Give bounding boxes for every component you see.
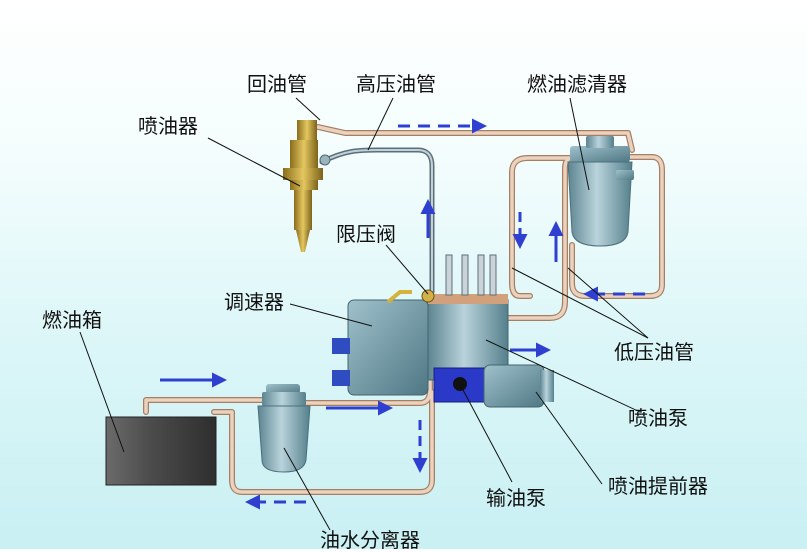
- feed-pump: [433, 367, 485, 403]
- fuel-filter: [567, 136, 634, 247]
- oil-water-separator: [257, 384, 311, 473]
- injection-pump: [421, 254, 509, 381]
- pipes: [143, 124, 665, 495]
- label-return-pipe: 回油管: [247, 72, 307, 96]
- label-fuel-tank: 燃油箱: [42, 308, 102, 332]
- label-feed-pump: 输油泵: [486, 486, 546, 510]
- label-low-pressure-pipe: 低压油管: [614, 340, 694, 364]
- label-fuel-filter: 燃油滤清器: [527, 72, 627, 96]
- governor: [332, 290, 429, 396]
- high-pressure-pipe: [319, 147, 435, 295]
- label-governor: 调速器: [224, 290, 284, 314]
- flow-arrows: [160, 118, 645, 510]
- label-injection-pump: 喷油泵: [628, 406, 688, 430]
- injector: [283, 120, 331, 252]
- leader-lines: [79, 97, 649, 531]
- label-injection-advancer: 喷油提前器: [608, 474, 708, 498]
- label-pressure-limit-valve: 限压阀: [336, 222, 396, 246]
- label-high-pressure-pipe: 高压油管: [356, 72, 436, 96]
- label-injector: 喷油器: [138, 114, 198, 138]
- label-oil-water-separator: 油水分离器: [320, 528, 420, 552]
- fuel-tank: [105, 416, 217, 486]
- injection-advancer: [483, 364, 554, 408]
